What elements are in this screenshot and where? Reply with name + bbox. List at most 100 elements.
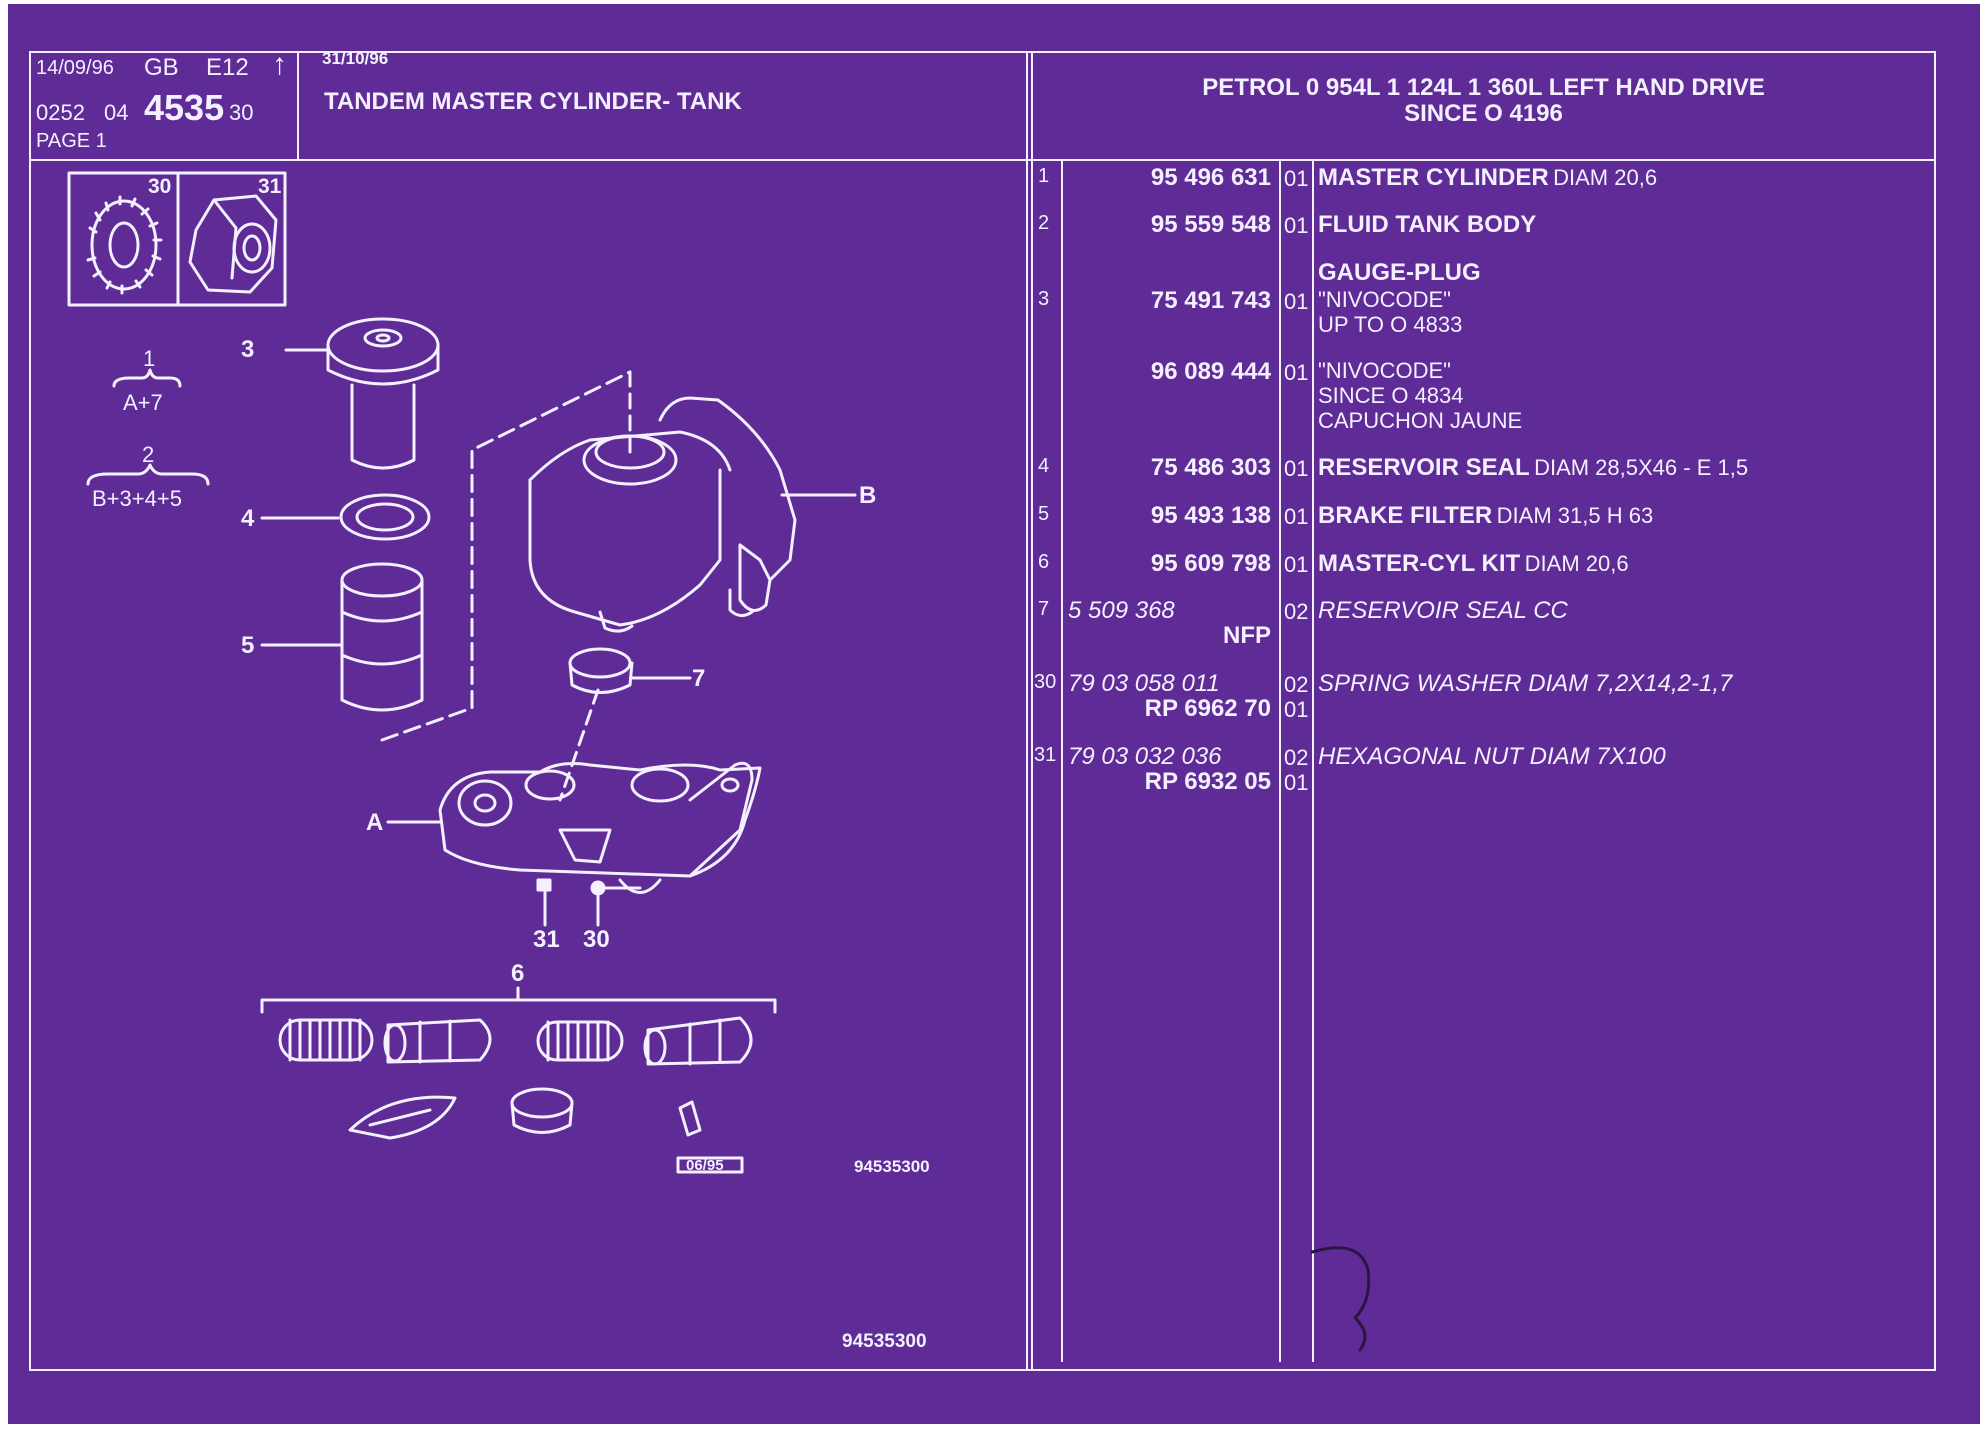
- part-num: 30: [1034, 671, 1057, 693]
- header-code: E12: [206, 54, 249, 81]
- header-ref-c: 30: [229, 100, 254, 125]
- brake-filter-part: [260, 562, 424, 712]
- application-line-1: PETROL 0 954L 1 124L 1 360L LEFT HAND DR…: [1202, 74, 1765, 101]
- part-qty: 02: [1284, 672, 1309, 697]
- callout-a: A: [366, 809, 384, 836]
- part-detail: "NIVOCODE": [1318, 358, 1451, 383]
- header-ref-main: 4535: [144, 87, 225, 128]
- part-detail-3: CAPUCHON JAUNE: [1318, 408, 1523, 433]
- header-date: 14/09/96: [36, 57, 114, 79]
- part-qty-2: 01: [1284, 770, 1309, 795]
- part-num: 3: [1038, 288, 1050, 310]
- part-qty: 01: [1284, 456, 1309, 481]
- part-ref: 5 509 368: [1068, 597, 1175, 624]
- part-ref: 75 491 743: [1150, 287, 1271, 314]
- part-qty: 01: [1284, 504, 1309, 529]
- sheet-background: [8, 4, 1980, 1424]
- part-ref: 75 486 303: [1150, 454, 1271, 481]
- part-ref: 95 493 138: [1150, 502, 1271, 529]
- header-date2: 31/10/96: [322, 49, 389, 68]
- part-qty: 01: [1284, 360, 1309, 385]
- kit-seal-cup: [510, 1087, 574, 1134]
- header-page: PAGE 1: [36, 130, 107, 152]
- stamp-box: [676, 1156, 744, 1174]
- drawing-number: 94535300: [854, 1157, 930, 1176]
- inset-label-31: 31: [258, 175, 282, 198]
- kit-bracket: [260, 998, 777, 1014]
- reservoir-seal-cc-part: [568, 647, 692, 694]
- callout-3: 3: [241, 336, 255, 363]
- header-ref-a: 0252: [36, 100, 85, 125]
- handwritten-mark: [1310, 1246, 1371, 1352]
- kit-pin: [678, 1100, 702, 1137]
- part-num: 1: [1038, 165, 1050, 187]
- part-detail-2: UP TO O 4833: [1318, 312, 1463, 337]
- callout-30: 30: [583, 926, 610, 953]
- footer-number: 94535300: [842, 1331, 927, 1352]
- part-detail: "NIVOCODE": [1318, 287, 1451, 312]
- callout-31: 31: [533, 926, 560, 953]
- part-description: MASTER CYLINDER DIAM 20,6: [1318, 164, 1658, 191]
- part-qty: 01: [1284, 213, 1309, 238]
- spring-washer-icon: [86, 195, 163, 295]
- group1-brace: [112, 368, 182, 388]
- part-qty: 01: [1284, 166, 1309, 191]
- header-lang: GB: [144, 54, 179, 81]
- part-num: 31: [1034, 744, 1057, 766]
- outer-border: [29, 51, 1936, 1371]
- part-ref: 79 03 058 011: [1068, 670, 1220, 697]
- part-num: 4: [1038, 455, 1050, 477]
- application-line-2: SINCE O 4196: [1404, 100, 1563, 127]
- part-ref-2: RP 6932 05: [1144, 768, 1271, 795]
- master-cylinder-part: [386, 761, 762, 894]
- stamp-date: 06/95: [686, 1157, 724, 1174]
- part-qty: 01: [1284, 289, 1309, 314]
- group2-brace: [86, 463, 210, 486]
- part-name: RESERVOIR SEAL CC: [1318, 597, 1568, 624]
- part-qty: 01: [1284, 552, 1309, 577]
- callout-b: B: [859, 482, 877, 509]
- inset-label-30: 30: [148, 175, 172, 198]
- assembly-line: [380, 370, 632, 742]
- fluid-tank-part: [528, 396, 857, 633]
- part-ref: 79 03 032 036: [1068, 743, 1222, 770]
- group2-number: 2: [142, 442, 155, 467]
- group2-formula: B+3+4+5: [92, 486, 182, 511]
- kit-grease-sachet: [348, 1095, 457, 1140]
- callout-4: 4: [241, 505, 255, 532]
- part-name: HEXAGONAL NUT DIAM 7X100: [1318, 743, 1666, 770]
- hexagonal-nut-icon: [188, 194, 278, 294]
- part-ref: 95 559 548: [1150, 211, 1271, 238]
- callout-7: 7: [692, 665, 706, 692]
- part-num: 6: [1038, 551, 1050, 573]
- part-num: 5: [1038, 503, 1050, 525]
- part-qty: 02: [1284, 745, 1309, 770]
- part-description: MASTER-CYL KIT DIAM 20,6: [1318, 550, 1629, 577]
- part-num: 7: [1038, 598, 1050, 620]
- part-name: FLUID TANK BODY: [1318, 211, 1537, 238]
- part-num: 2: [1038, 212, 1050, 234]
- part-ref: 96 089 444: [1150, 358, 1271, 385]
- callout-6: 6: [511, 960, 525, 987]
- part-detail-2: SINCE O 4834: [1318, 383, 1464, 408]
- group1-formula: A+7: [123, 390, 163, 415]
- part-ref-2: NFP: [1223, 622, 1271, 649]
- part-name: SPRING WASHER DIAM 7,2X14,2-1,7: [1318, 670, 1733, 697]
- kit-spring-right: [536, 1020, 624, 1062]
- callout-5: 5: [241, 632, 255, 659]
- kit-spring-left: [278, 1018, 374, 1062]
- header-arrow-icon: ↑: [272, 48, 287, 81]
- group1-number: 1: [143, 346, 156, 371]
- part-qty-2: 01: [1284, 697, 1309, 722]
- kit-piston-right: [643, 1016, 753, 1066]
- gauge-plug-part: [284, 317, 440, 470]
- page-title: TANDEM MASTER CYLINDER- TANK: [324, 88, 742, 115]
- part-qty: 02: [1284, 599, 1309, 624]
- part-ref: 95 609 798: [1150, 550, 1271, 577]
- kit-piston-left: [383, 1018, 492, 1064]
- part-ref: 95 496 631: [1150, 164, 1271, 191]
- part-description: BRAKE FILTER DIAM 31,5 H 63: [1318, 502, 1654, 529]
